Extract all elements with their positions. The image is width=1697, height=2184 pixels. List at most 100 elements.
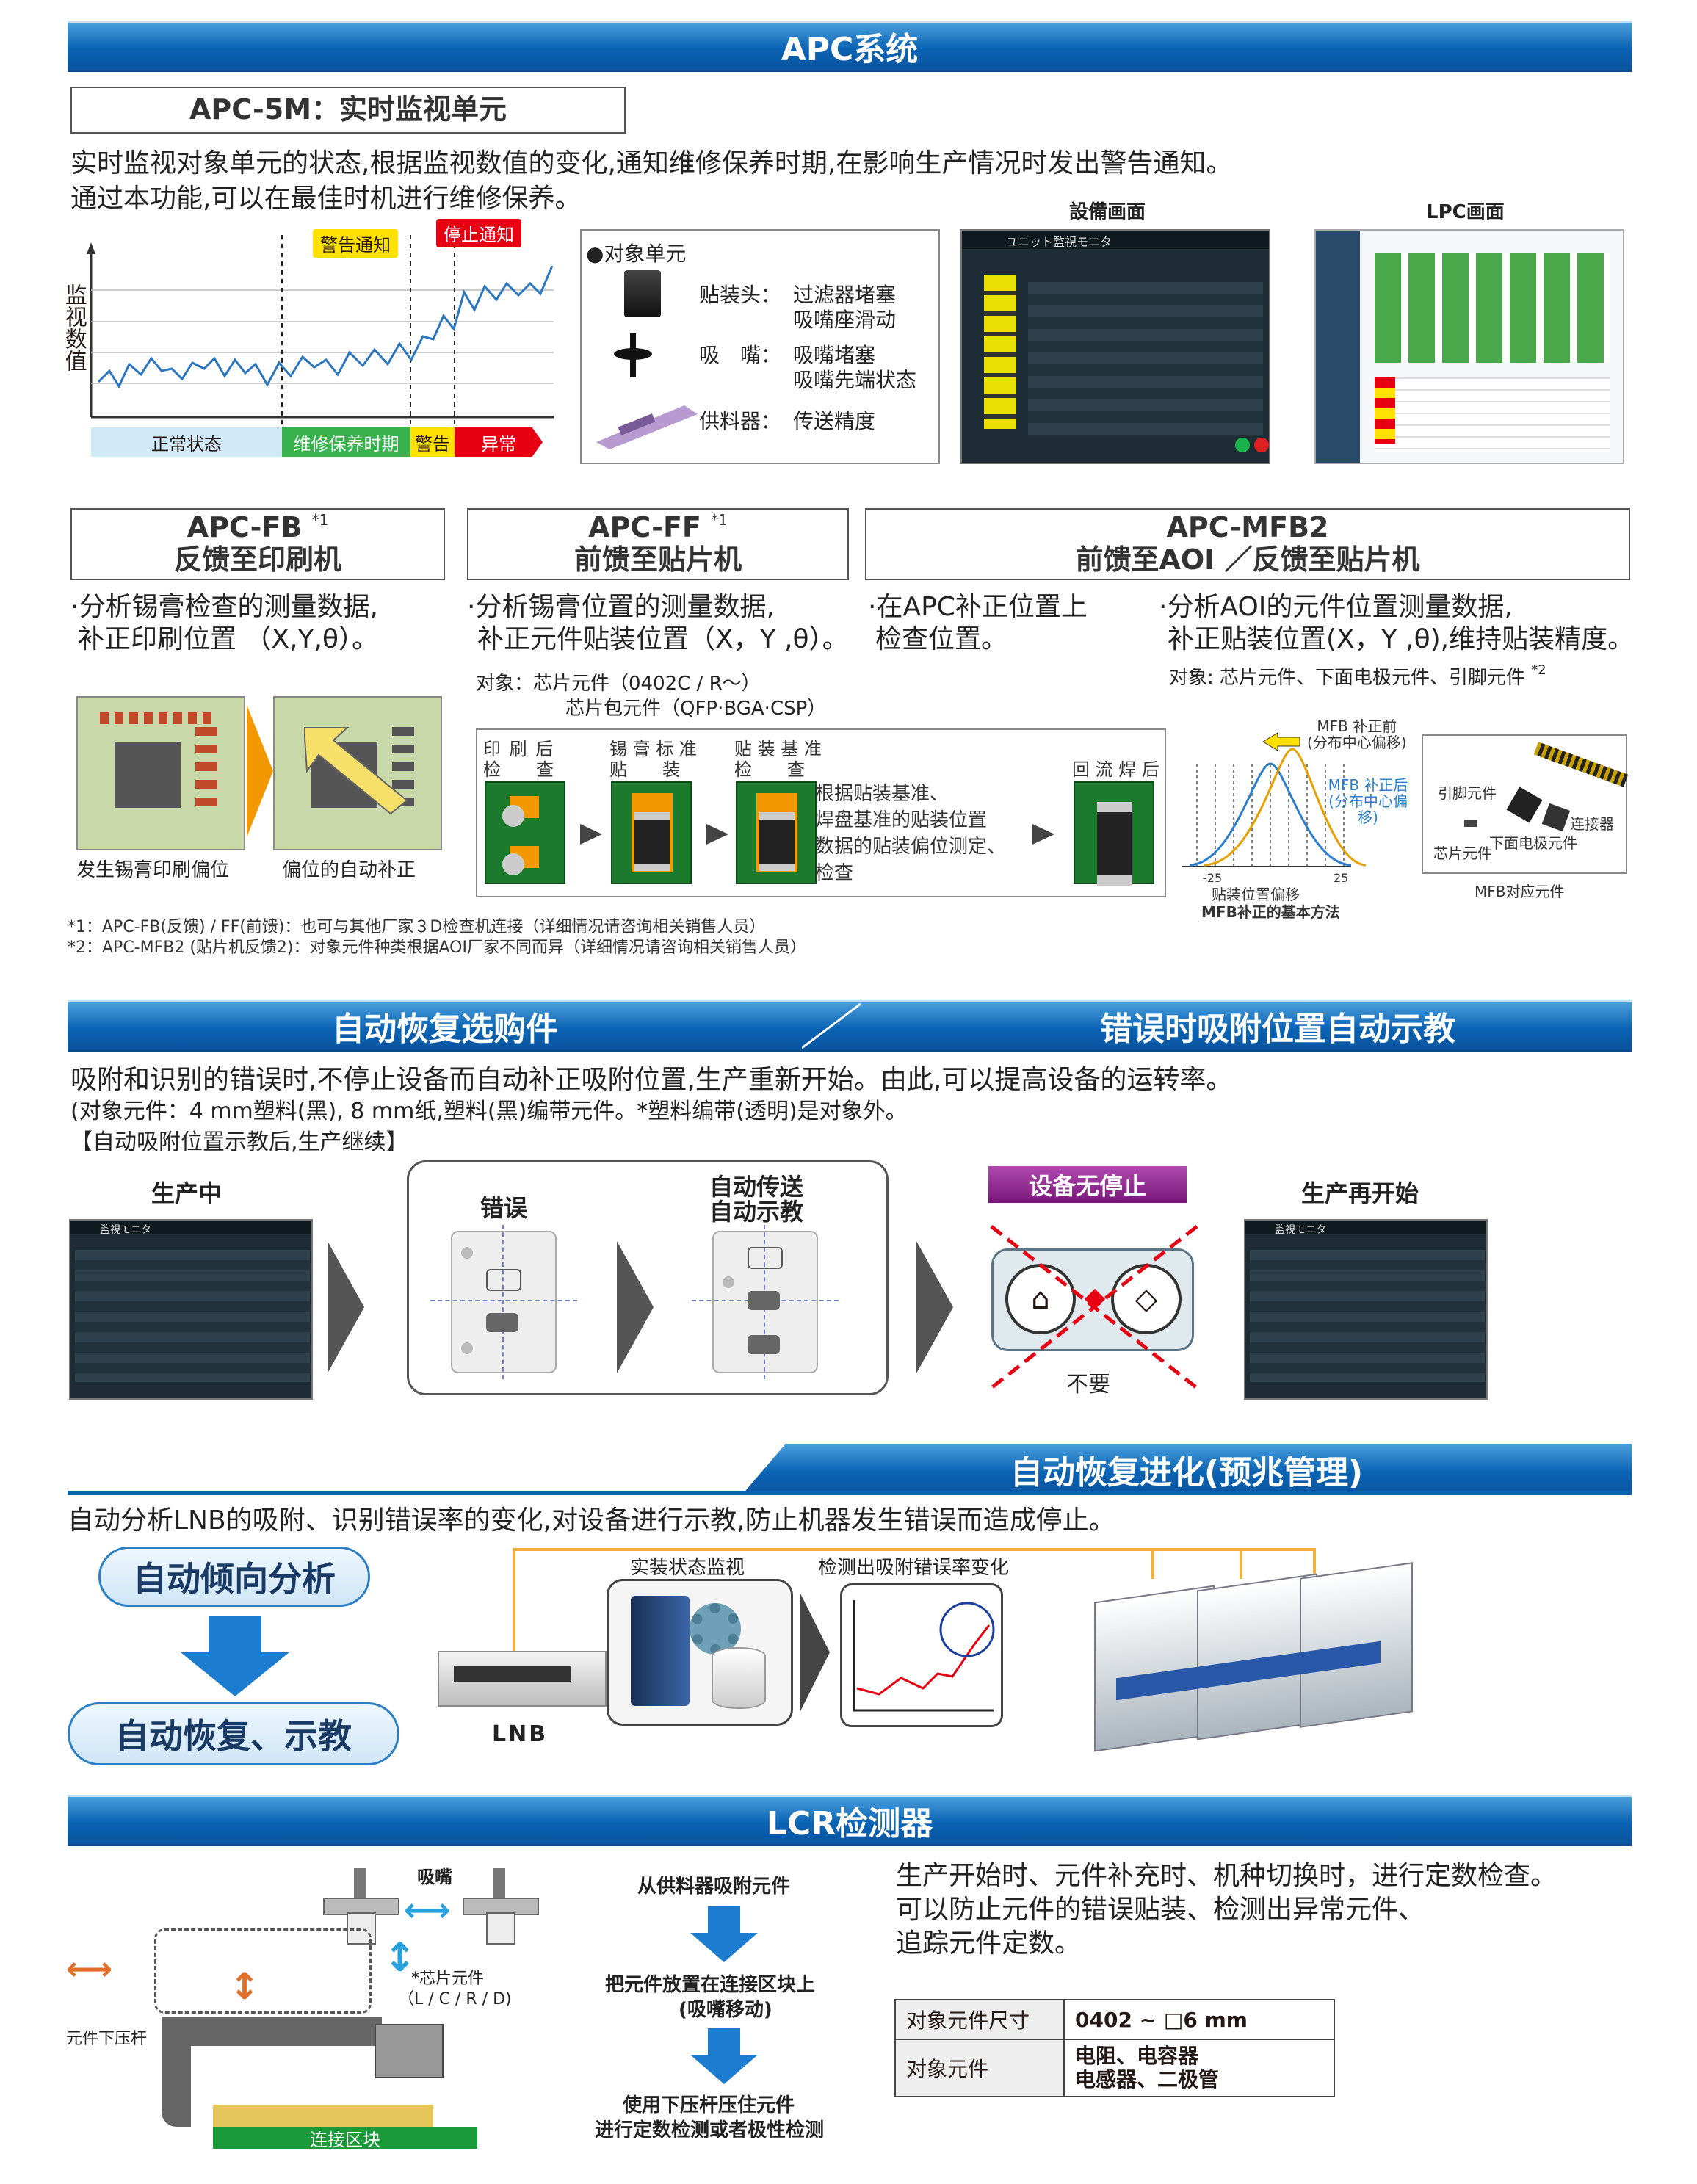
flow-step-2a: 把元件放置在连接区块上 [605,1974,816,1996]
teach-feeder-panel [692,1225,839,1379]
ff-step1-a: 印 刷 后 [483,739,555,759]
connect-block [213,2105,433,2127]
parts-bottom-label: 下面电极元件 [1489,834,1577,852]
step-producing: 生产中 [151,1179,222,1207]
monitor-chart: 监视数值 警告通知 停止通知 正常状态 维修保养时期 警告 异常 [60,213,561,463]
curve-before-label: MFB 补正前(分布中心偏移) [1307,717,1407,751]
pill-auto-recovery: 自动恢复、示教 [68,1702,399,1765]
error-feeder-panel [430,1225,577,1379]
stop-button[interactable]: ⌂ [1005,1264,1076,1334]
mfb-curve-diagram: MFB 补正前(分布中心偏移) MFB 补正后(分布中心偏移) -25 25 贴… [1175,717,1417,921]
target-units-box: ●对象单元 贴装头： 过滤器堵塞 吸嘴座滑动 吸 嘴： 吸嘴堵塞 吸嘴先端状态 … [580,229,940,464]
error-teach-box [407,1160,889,1395]
ff-note-4: 检查 [815,862,854,884]
lead-part-image [1506,787,1543,823]
table-header: 对象元件 [894,2038,1065,2098]
recovery-band: 自动恢复选购件 错误时吸附位置自动示教 [68,1000,1632,1052]
vertical-arrow-icon: ↕ [383,1934,417,1981]
phase-normal: 正常状态 [91,427,282,457]
down-arrow-icon [181,1616,289,1696]
apc-mfb2-title: APC-MFB2 前馈至AOI ／反馈至贴片机 [865,508,1630,580]
fb-board-before [76,696,245,850]
ff-step2-board [611,781,692,884]
lcr-desc-3: 追踪元件定数。 [896,1928,1082,1959]
footnote-1: *1：APC-FB(反馈) / FF(前馈)：也可与其他厂家３D检查机连接（详细… [68,918,766,936]
step-error: 错误 [480,1194,528,1222]
mfb-parts-box: 引脚元件 连接器 芯片元件 下面电极元件 [1422,734,1629,874]
mfb-desc-left-2: 检查位置。 [875,624,1008,654]
flow-step-2b: (吸嘴移动) [679,1999,772,2021]
phase-abnormal: 异常 [455,427,543,457]
flow-step-1: 从供料器吸附元件 [637,1876,791,1898]
screen1-title: 設備画面 [1069,201,1146,223]
press-lever [162,2017,444,2141]
pill-trend-analysis: 自动倾向分析 [98,1547,370,1607]
equipment-screen-ok-button[interactable] [1235,438,1250,452]
head-item-1: 过滤器堵塞 [793,283,897,307]
flow-step-3b: 进行定数检测或者极性检测 [595,2119,825,2141]
lcr-spec-table: 对象元件尺寸 0402 ~ □6 mm 对象元件 电阻、电容器 电感器、二极管 [894,1999,1335,2098]
recovery-band-right: 错误时吸附位置自动示教 [1100,1010,1455,1048]
ff-desc-2: 补正元件贴装位置（X，Y ,θ）。 [477,624,849,654]
ff-step1-board [485,781,565,884]
screen2-title: LPC画面 [1426,201,1505,223]
head-item-2: 吸嘴座滑动 [793,308,897,332]
fb-desc-2: 补正印刷位置 （X,Y,θ）。 [78,624,379,654]
lnb-label: LNB [492,1721,549,1747]
press-arrow-vertical-icon: ↕ [229,1965,260,2008]
phase-bar: 正常状态 维修保养时期 警告 异常 [91,427,561,457]
start-button[interactable]: ◇ [1111,1264,1182,1334]
nozzle-2-icon [463,1868,539,1949]
table-header: 对象元件尺寸 [894,1999,1065,2040]
monitor-label: 实装状态监视 [630,1557,745,1579]
apc-band-title: APC系统 [781,31,919,68]
equipment-screen-sidebar [984,275,1016,429]
mfb-curve-svg [1182,732,1367,867]
feeder-label: 供料器： [699,409,782,433]
fb-arrow [247,705,273,837]
apc5m-desc-2: 通过本功能,可以在最佳时机进行维修保养。 [70,184,582,214]
apc5m-title: APC-5M：实时监视单元 [70,87,626,134]
nozzle-image [611,333,655,377]
lcr-flow: 从供料器吸附元件 把元件放置在连接区块上 (吸嘴移动) 使用下压杆压住元件 进行… [587,1858,866,2166]
no-stop-badge: 设备无停止 [988,1166,1187,1203]
swap-arrow-icon: ⟷ [404,1892,451,1929]
target-units-heading: ●对象单元 [586,242,687,266]
detect-label: 检测出吸附错误率变化 [818,1557,1010,1579]
ff-step3-a: 贴 装 基 准 [734,739,822,759]
lcr-diagram: 吸嘴 ⟷ ↕ ⟷ ↕ *芯片元件 （L / C / R / D) 元件下压杆 连… [66,1855,573,2150]
equipment-screen-cancel-button[interactable] [1254,438,1269,452]
equipment-screen: ユニット監視モニタ [960,229,1270,464]
ff-step4: 回 流 焊 后 [1072,759,1159,780]
control-panel: ⌂ ◇ [991,1248,1194,1351]
apc-fb-title: APC-FB *1 反馈至印刷机 [70,508,445,580]
lnb-unit [438,1651,607,1707]
nozzle-label: 吸嘴 [417,1867,452,1887]
restart-screen: 監視モニタ [1244,1219,1488,1400]
server-icon [631,1596,690,1706]
curve-after-label: MFB 补正后(分布中心偏移) [1328,776,1408,826]
mfb-desc-left-1: ·在APC补正位置上 [868,592,1088,622]
producing-screen: 監視モニタ [69,1219,313,1400]
fb-board-after [273,696,442,850]
parts-chip-label: 芯片元件 [1433,845,1492,862]
fb-caption-2: 偏位的自动补正 [282,859,416,881]
ff-target-1: 对象：芯片元件（0402C / R～） [476,673,761,695]
chip-types: （L / C / R / D) [398,1990,512,2008]
ff-step1-b: 检 查 [483,759,554,780]
ff-flow-box: 印 刷 后 检 查 锡 膏 标 准 贴 装 贴 装 基 准 检 查 根据贴装基准… [476,728,1166,897]
curve-axis-min: -25 [1203,871,1223,885]
curve-axis-label: 贴装位置偏移 [1212,886,1300,903]
table-row: 对象元件尺寸 0402 ~ □6 mm [894,1999,1335,2040]
flow-arrow-1-icon [690,1906,758,1962]
ff-note-1: 根据贴装基准、 [815,783,949,805]
flow-arrow-2-icon [690,2028,758,2084]
parts-conn-label: 连接器 [1570,815,1614,833]
nozzle-item-1: 吸嘴堵塞 [793,343,876,367]
chart-ylabel: 监视数值 [60,283,87,372]
lcr-desc-2: 可以防止元件的错误贴装、检测出异常元件、 [896,1895,1425,1925]
curve-caption: MFB补正的基本方法 [1201,903,1340,921]
parts-lead-label: 引脚元件 [1438,784,1497,802]
stop-tag: 停止通知 [436,219,521,247]
monitor-chart-svg [87,235,554,433]
